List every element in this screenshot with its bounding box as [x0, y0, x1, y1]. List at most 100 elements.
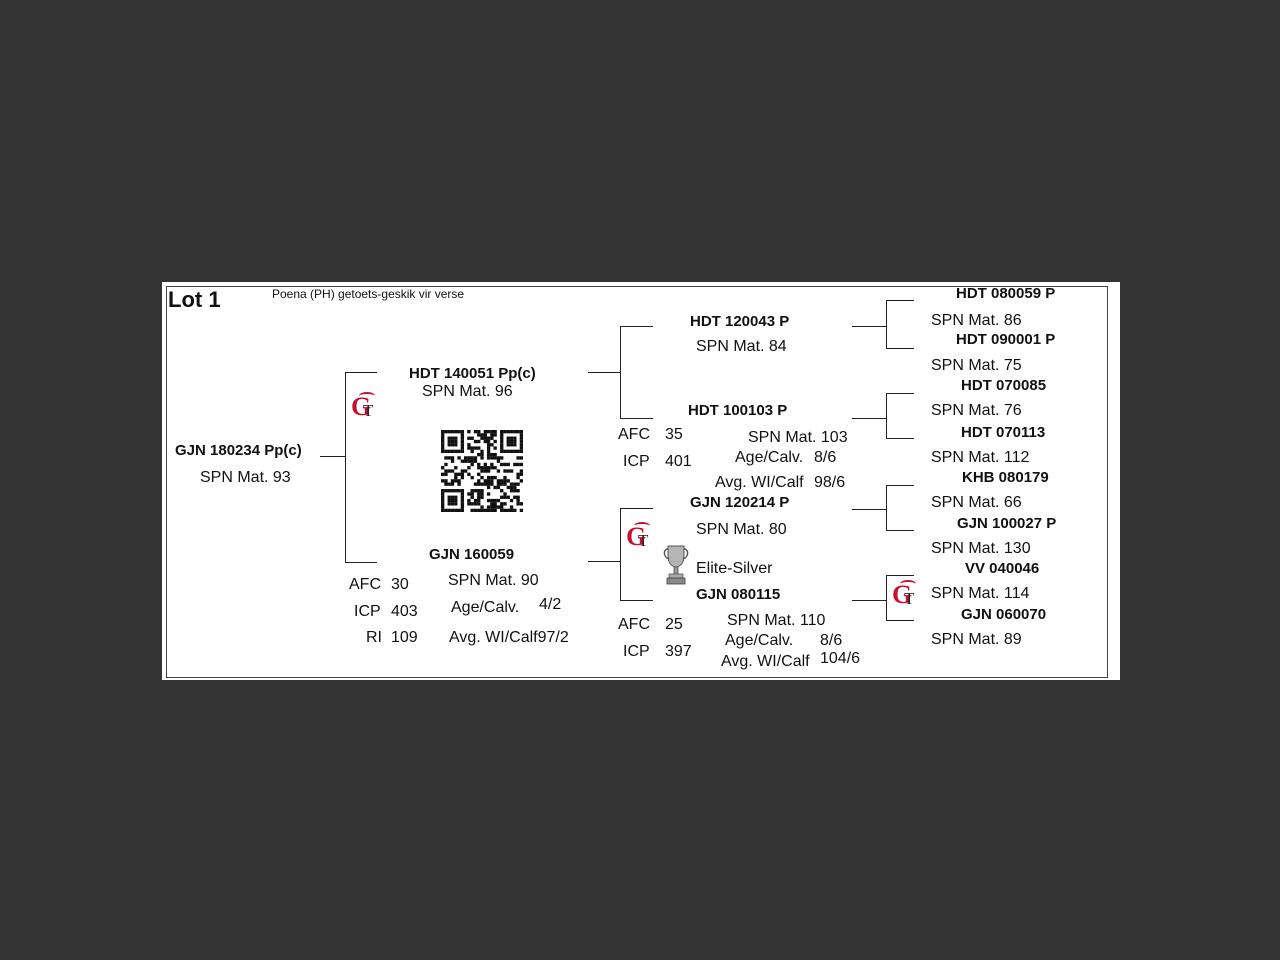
qr-module [493, 485, 497, 490]
qr-module [477, 492, 481, 496]
qr-module [441, 449, 445, 454]
connector-line [620, 508, 653, 509]
qr-module [460, 505, 465, 509]
qr-module [477, 508, 481, 512]
qr-module [450, 449, 455, 454]
qr-module [447, 430, 451, 434]
qr-module [444, 479, 448, 483]
qr-module [450, 502, 455, 506]
gen3-dd-spn: SPN Mat. 110 [727, 612, 826, 629]
dam-age-value: 4/2 [539, 596, 562, 613]
gen4-id: VV 040046 [965, 560, 1040, 577]
qr-module [506, 439, 510, 444]
qr-module [447, 469, 451, 473]
gen4-id: GJN 060070 [961, 606, 1047, 623]
connector-line [852, 418, 886, 419]
qr-module [503, 482, 507, 486]
qr-module [519, 449, 523, 454]
qr-module [486, 469, 491, 473]
qr-module [444, 469, 448, 473]
qr-module [450, 508, 455, 512]
qr-module [503, 508, 507, 512]
qr-module [483, 466, 487, 470]
qr-module [486, 443, 491, 447]
qr-module [509, 443, 514, 447]
qr-module [467, 502, 471, 506]
qr-module [450, 436, 455, 440]
qr-module [444, 462, 448, 467]
qr-module [480, 456, 484, 460]
qr-module [496, 505, 501, 509]
qr-module [490, 498, 494, 503]
qr-module [467, 498, 471, 503]
connector-line [345, 372, 346, 562]
gen3-sd-wi-value: 98/6 [814, 474, 846, 491]
connector-line [620, 418, 653, 419]
qr-module [496, 456, 501, 460]
connector-line [588, 372, 620, 373]
qr-module [457, 489, 461, 493]
qr-module [519, 430, 523, 434]
qr-module [493, 498, 497, 503]
qr-module [444, 472, 448, 476]
connector-line [852, 326, 886, 327]
qr-module [467, 436, 471, 440]
qr-module [506, 508, 510, 512]
connector-line [620, 326, 653, 327]
qr-module [509, 489, 514, 493]
qr-module [441, 433, 445, 437]
qr-module [480, 436, 484, 440]
gen3-sd-afc-label: AFC [618, 426, 650, 443]
qr-module [500, 443, 504, 447]
qr-module [444, 489, 448, 493]
qr-module [513, 489, 517, 493]
qr-module [454, 475, 458, 480]
qr-module [480, 495, 484, 499]
qr-module [506, 449, 510, 454]
qr-module [519, 502, 523, 506]
connector-line [620, 326, 621, 418]
qr-module [450, 459, 455, 463]
qr-module [477, 482, 481, 486]
qr-module [450, 482, 455, 486]
qr-module [509, 498, 514, 503]
qr-module [454, 449, 458, 454]
qr-module [486, 439, 491, 444]
qr-module [506, 462, 510, 467]
qr-module [506, 443, 510, 447]
qr-module [470, 449, 474, 454]
gen4-spn: SPN Mat. 89 [931, 631, 1022, 648]
qr-module [473, 502, 478, 506]
connector-line [886, 348, 914, 349]
gen4-spn: SPN Mat. 66 [931, 494, 1022, 511]
qr-module [454, 430, 458, 434]
qr-module [447, 498, 451, 503]
dam-icp-value: 403 [391, 603, 418, 620]
qr-module [477, 439, 481, 444]
qr-module [483, 430, 487, 434]
qr-module [519, 462, 523, 467]
qr-module [460, 502, 465, 506]
qr-module [483, 469, 487, 473]
qr-module [496, 485, 501, 490]
qr-module [460, 443, 465, 447]
qr-module [483, 436, 487, 440]
qr-module [493, 433, 497, 437]
gen3-dd-age-value: 8/6 [820, 632, 843, 649]
qr-module [467, 456, 471, 460]
qr-module [444, 482, 448, 486]
qr-module [473, 508, 478, 512]
qr-module [447, 489, 451, 493]
qr-module [486, 482, 491, 486]
qr-module [503, 475, 507, 480]
qr-module [477, 495, 481, 499]
gen4-spn: SPN Mat. 130 [931, 540, 1031, 557]
qr-module [450, 430, 455, 434]
gen4-spn: SPN Mat. 112 [931, 449, 1030, 466]
gen3-sd-afc-value: 35 [665, 426, 683, 443]
qr-module [496, 479, 501, 483]
qr-module [444, 430, 448, 434]
qr-module [477, 446, 481, 450]
qr-module [509, 449, 514, 454]
animal-id: GJN 180234 Pp(c) [175, 442, 302, 459]
